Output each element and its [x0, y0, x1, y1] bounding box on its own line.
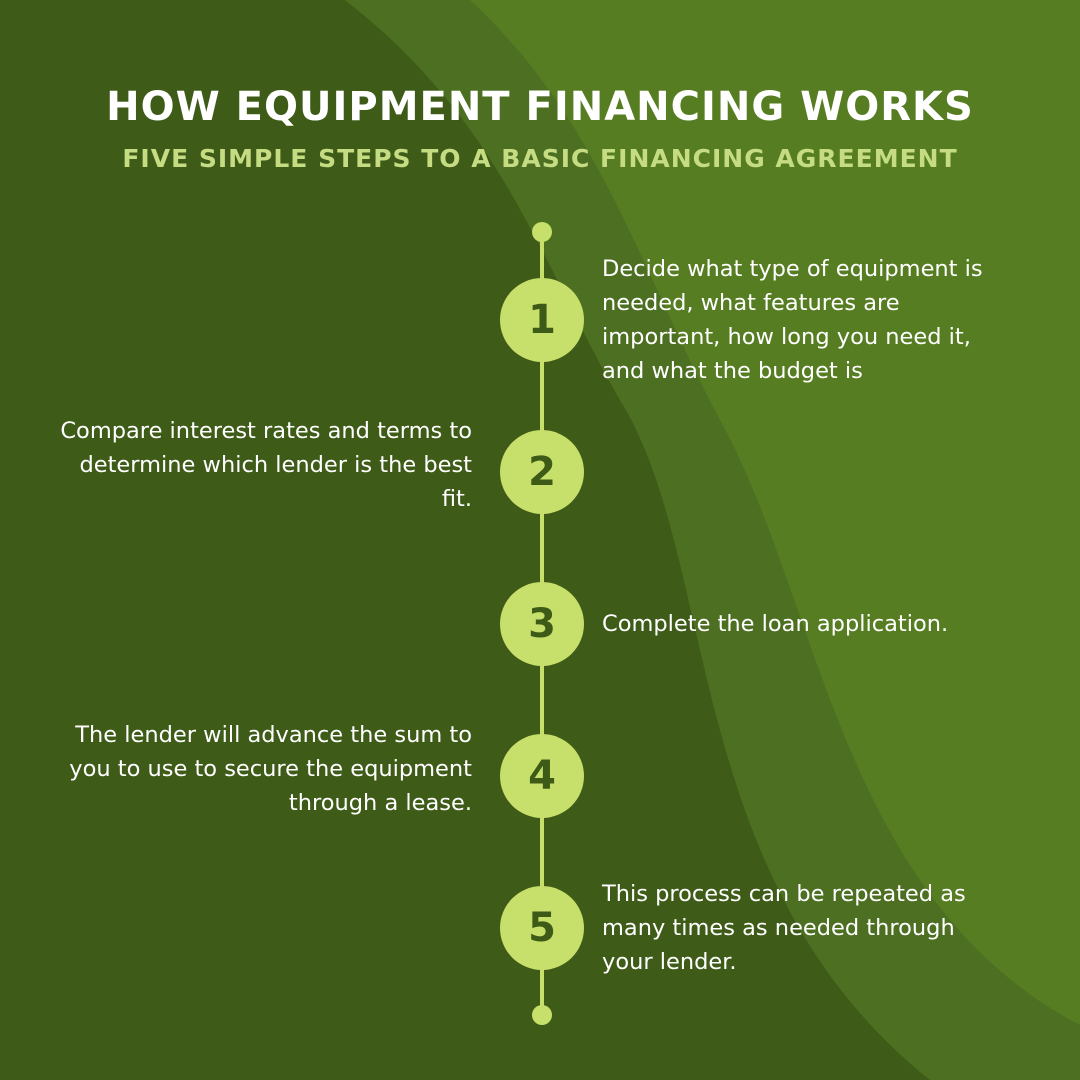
- page-subtitle: FIVE SIMPLE STEPS TO A BASIC FINANCING A…: [122, 144, 958, 173]
- step-4-text: The lender will advance the sum to you t…: [69, 722, 472, 816]
- step-3-circle: 3: [500, 582, 584, 666]
- step-2-text: Compare interest rates and terms to dete…: [60, 418, 472, 512]
- timeline-start-dot: [532, 222, 552, 242]
- step-5-circle: 5: [500, 886, 584, 970]
- step-4-circle: 4: [500, 734, 584, 818]
- background-band: [345, 0, 1080, 1080]
- step-1-circle: 1: [500, 278, 584, 362]
- step-2-number: 2: [528, 449, 556, 495]
- step-4-number: 4: [528, 753, 556, 799]
- step-5-text: This process can be repeated as many tim…: [602, 881, 966, 975]
- step-3-number: 3: [528, 601, 556, 647]
- step-2-circle: 2: [500, 430, 584, 514]
- step-5-number: 5: [528, 905, 556, 951]
- page-title: HOW EQUIPMENT FINANCING WORKS: [106, 84, 974, 130]
- timeline-end-dot: [532, 1005, 552, 1025]
- step-1-number: 1: [528, 297, 556, 343]
- step-1-text: Decide what type of equipment is needed,…: [602, 256, 983, 384]
- step-3-text: Complete the loan application.: [602, 611, 949, 637]
